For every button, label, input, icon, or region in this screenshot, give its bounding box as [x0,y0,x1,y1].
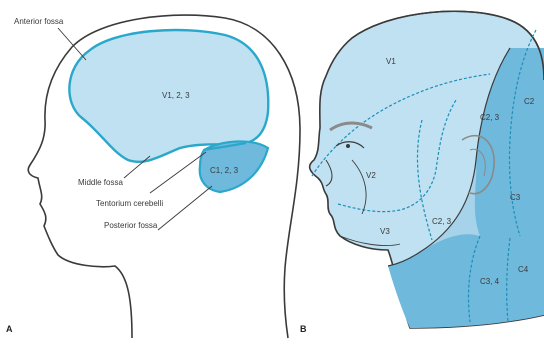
posterior-fossa-label: Posterior fossa [104,221,158,230]
c34-label: C3, 4 [480,277,500,286]
panel-a-letter: A [6,324,13,334]
tentorium-label: Tentorium cerebelli [96,199,163,208]
panel-a: Anterior fossa V1, 2, 3 C1, 2, 3 Middle … [6,15,300,338]
panel-b-letter: B [300,324,307,334]
supratentorial-label: V1, 2, 3 [162,91,190,100]
v3-label: V3 [380,227,390,236]
v1-label: V1 [386,57,396,66]
c4-label: C4 [518,265,529,274]
posterior-fossa-pointer [158,186,212,230]
middle-fossa-label: Middle fossa [78,178,123,187]
infratentorial-label: C1, 2, 3 [210,166,239,175]
c23-upper-label: C2, 3 [480,113,500,122]
eye-pupil [346,144,350,148]
v2-label: V2 [366,171,376,180]
anterior-fossa-label: Anterior fossa [14,17,64,26]
anterior-fossa-pointer [58,28,86,60]
c23-lower-label: C2, 3 [432,217,452,226]
c3-label: C3 [510,193,521,202]
panel-b: V1 V2 V3 C2 C2, 3 C2, 3 C3 C3, 4 C4 B [300,11,544,334]
c2-top-label: C2 [524,97,535,106]
